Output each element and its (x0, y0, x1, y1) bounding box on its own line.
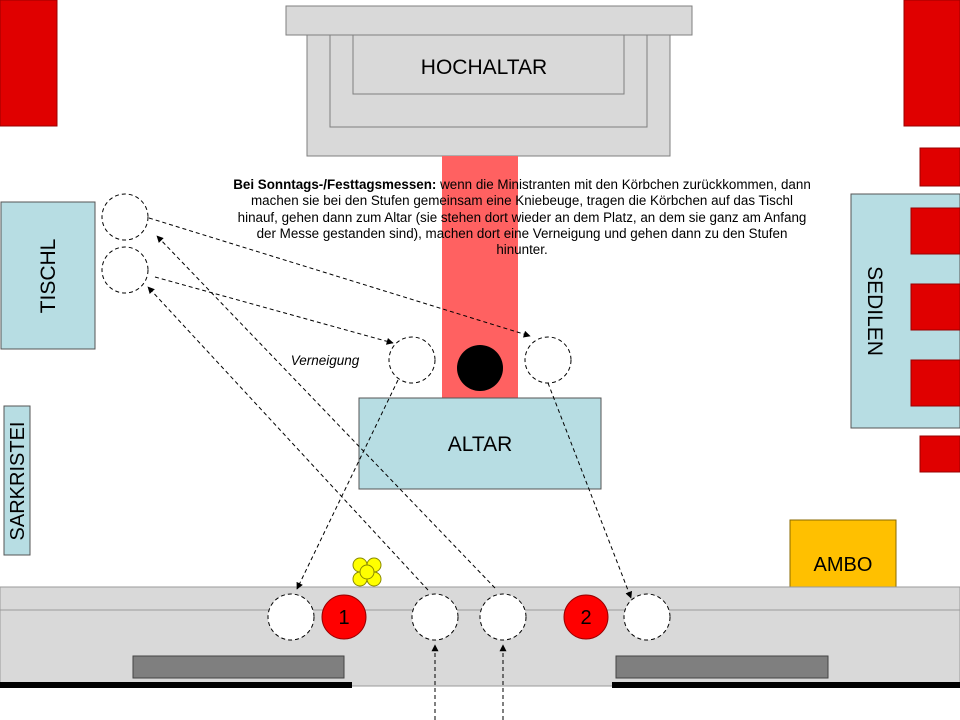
arrow-tischl-to-altar-right (148, 217, 531, 338)
note-heading: Bei Sonntags-/Festtagsmessen: (233, 177, 437, 192)
step-position-3 (479, 593, 527, 641)
verneigung-label: Verneigung (291, 353, 360, 368)
ministrant-1-label: 1 (338, 607, 349, 629)
altar-steps (0, 586, 960, 688)
tischl-label: TISCHL (37, 239, 60, 314)
note-text: wenn die Ministranten mit den Körbchen z… (237, 177, 811, 258)
priest-marker (457, 345, 503, 391)
altar-position-left (388, 336, 436, 384)
sakristei-label: SARKRISTEI (7, 422, 29, 541)
step-position-1 (267, 593, 315, 641)
sakristei: SARKRISTEI (3, 405, 31, 556)
altar: ALTAR (358, 397, 602, 490)
tischl: TISCHL (0, 201, 96, 350)
instruction-note: Bei Sonntags-/Festtagsmessen: wenn die M… (232, 177, 812, 258)
tischl-position-upper (101, 193, 149, 241)
ambo-label: AMBO (814, 554, 873, 576)
flower-decoration (352, 557, 382, 587)
movement-arrows (147, 217, 632, 720)
arrow-step-to-tischl-lower (147, 286, 429, 591)
altar-position-right (524, 336, 572, 384)
sedilen: SEDILEN (850, 147, 960, 473)
arrow-altar-left-to-step (296, 379, 399, 590)
ministrant-1: 1 (321, 594, 367, 640)
ministrant-2-label: 2 (580, 607, 591, 629)
step-position-4 (623, 593, 671, 641)
position-markers (101, 193, 671, 641)
seat-top-left (0, 0, 58, 127)
hochaltar: HOCHALTAR (285, 5, 693, 157)
altar-label: ALTAR (448, 433, 513, 456)
ministrant-2: 2 (563, 594, 609, 640)
arrow-altar-right-to-step (547, 382, 632, 599)
step-position-2 (411, 593, 459, 641)
seat-top-right (903, 0, 960, 127)
tischl-position-lower (101, 246, 149, 294)
arrow-tischl-to-altar-left (154, 276, 394, 345)
arrow-step-to-tischl-upper (156, 235, 496, 589)
hochaltar-label: HOCHALTAR (421, 56, 547, 79)
sedilen-label: SEDILEN (863, 266, 886, 356)
